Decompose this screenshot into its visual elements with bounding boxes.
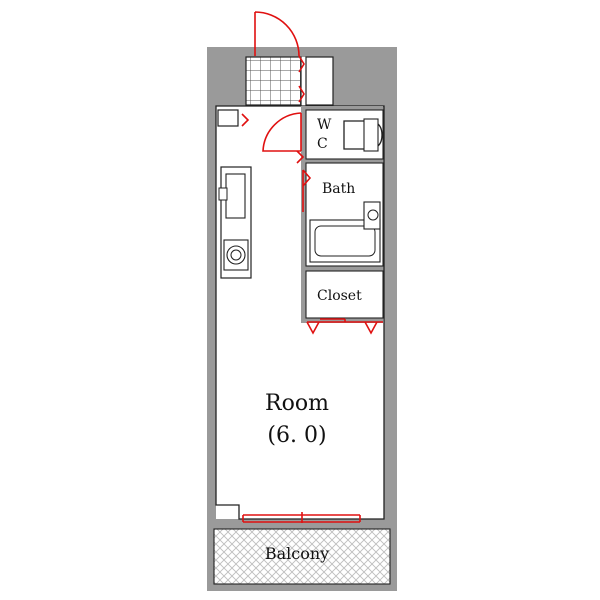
closet-room: [305, 270, 384, 319]
balcony: [213, 528, 391, 585]
burner-icon: [230, 249, 242, 261]
room-name: Room: [265, 391, 329, 416]
closet-door-leaf: [306, 321, 320, 335]
balcony-window: [242, 512, 361, 525]
entrance-tile-floor: [245, 56, 302, 106]
wc-door: [262, 112, 302, 152]
faucet-icon: [218, 187, 228, 201]
room-size: (6. 0): [267, 423, 326, 448]
closet-door-track: [320, 318, 346, 322]
interior-wall-outline: [215, 105, 385, 520]
bath-door: [302, 169, 312, 212]
shoe-cabinet: [305, 56, 334, 106]
closet-label: Closet: [317, 288, 362, 304]
wc-door-jamb: [296, 150, 305, 164]
balcony-label: Balcony: [265, 544, 329, 563]
toilet-tank: [363, 118, 379, 152]
entrance-door-jamb: [298, 55, 305, 73]
wc-label-c: C: [317, 136, 328, 152]
front-door: [254, 11, 300, 57]
utility-box-marker: [241, 113, 250, 127]
sink: [225, 173, 246, 219]
bath-label: Bath: [322, 181, 355, 197]
washbasin-drain: [367, 209, 379, 221]
exterior-wall: [207, 47, 397, 523]
entrance-door-jamb: [298, 85, 305, 103]
utility-box: [217, 109, 239, 127]
closet-door-leaf: [364, 321, 378, 335]
bathtub-inner: [314, 225, 376, 257]
wc-label-w: W: [317, 117, 332, 133]
